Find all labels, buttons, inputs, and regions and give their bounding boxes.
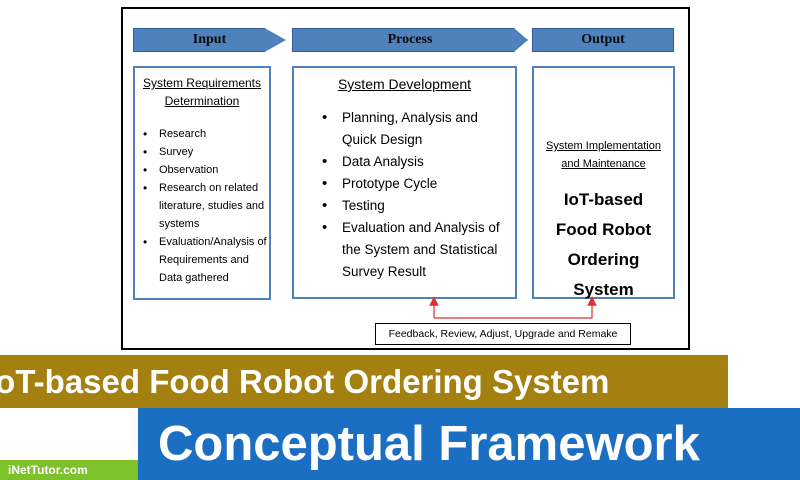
input-box: System Requirements Determination Resear…: [133, 66, 271, 300]
brand-label: iNetTutor.com: [8, 463, 88, 477]
output-title-line: Ordering: [567, 250, 640, 269]
list-item: Data Analysis: [294, 151, 509, 173]
output-box-subtitle-line1: System Implementation: [546, 140, 661, 152]
input-box-title-line2: Determination: [164, 94, 240, 108]
output-box-subtitle-line2: and Maintenance: [561, 158, 646, 170]
input-list: Research Survey Observation Research on …: [135, 125, 269, 287]
output-title-line: Food Robot: [555, 220, 652, 239]
list-item: Evaluation and Analysis of the System an…: [294, 217, 509, 283]
banner-title: IoT-based Food Robot Ordering System: [0, 363, 610, 400]
list-item: Research: [135, 125, 269, 143]
output-box-title: IoT-based Food Robot Ordering System: [534, 185, 673, 305]
input-box-title-line1: System Requirements: [142, 76, 262, 90]
subtitle-banner: Conceptual Framework: [138, 408, 800, 480]
input-header: Input: [133, 28, 286, 52]
output-title-line: IoT-based: [563, 190, 644, 209]
feedback-box: Feedback, Review, Adjust, Upgrade and Re…: [375, 323, 631, 345]
process-box: System Development Planning, Analysis an…: [292, 66, 517, 299]
feedback-label: Feedback, Review, Adjust, Upgrade and Re…: [388, 328, 618, 340]
list-item: Testing: [294, 195, 509, 217]
list-item: Planning, Analysis and Quick Design: [294, 107, 509, 151]
output-title-line: System: [573, 280, 634, 299]
brand-tag: iNetTutor.com: [0, 460, 138, 480]
input-header-label: Input: [192, 32, 227, 47]
output-header: Output: [532, 28, 674, 52]
process-list: Planning, Analysis and Quick Design Data…: [294, 107, 515, 283]
banner-subtitle: Conceptual Framework: [158, 417, 700, 471]
title-banner: IoT-based Food Robot Ordering System: [0, 355, 728, 408]
process-header: Process: [292, 28, 528, 52]
list-item: Observation: [135, 161, 269, 179]
process-header-label: Process: [387, 32, 433, 47]
list-item: Evaluation/Analysis of Requirements and …: [135, 233, 269, 287]
process-box-title: System Development: [337, 76, 472, 92]
list-item: Research on related literature, studies …: [135, 179, 269, 233]
output-box: System Implementation and Maintenance Io…: [532, 66, 675, 299]
output-header-label: Output: [581, 32, 625, 47]
list-item: Prototype Cycle: [294, 173, 509, 195]
list-item: Survey: [135, 143, 269, 161]
